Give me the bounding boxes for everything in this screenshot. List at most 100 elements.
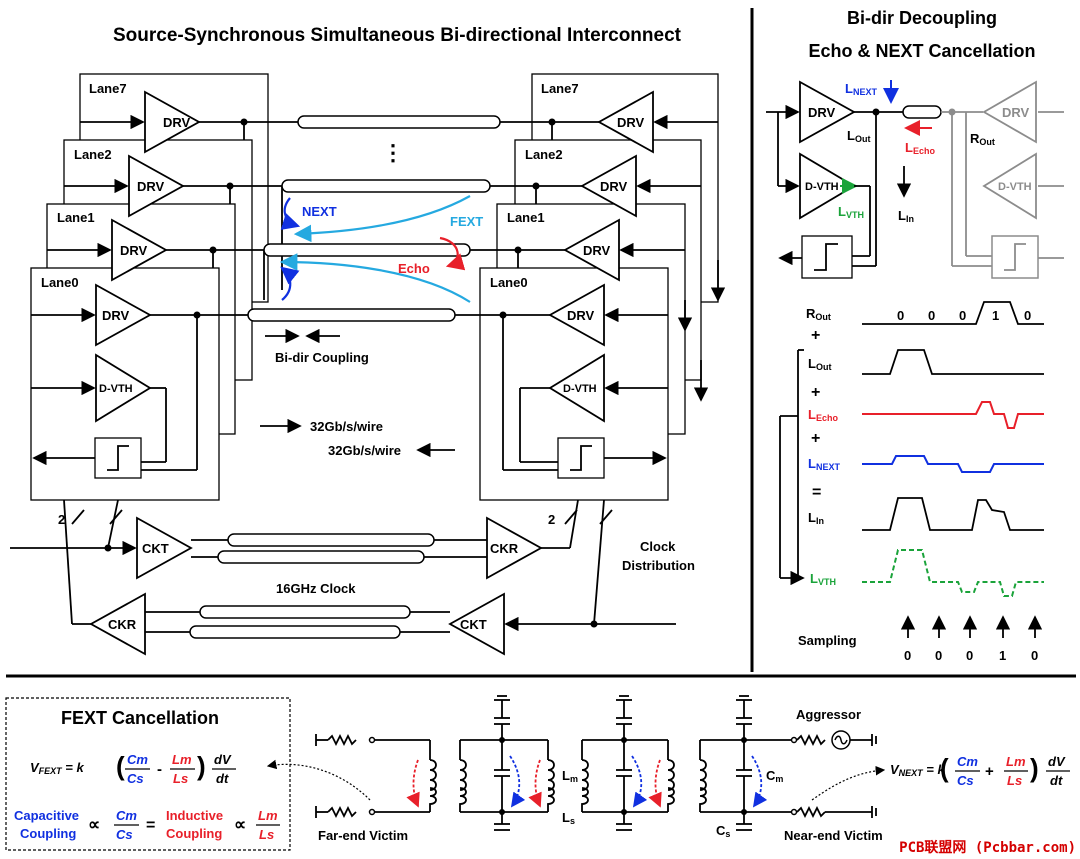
prop-lm: Lm [258,808,278,823]
right-lane7-drv-label: DRV [617,115,645,130]
cs-label: Cs [716,823,730,839]
decoupling-circuit: DRV DRV LNEXT LOut LEcho ROut LIn D-VTH … [766,80,1064,279]
right-lane2-drv [580,154,637,218]
left-lane1-label: Lane1 [57,210,95,225]
clock-distribution-label-2: Distribution [622,558,695,573]
channel-wires: ⋮ [247,115,501,322]
right-lane2-label: Lane2 [525,147,563,162]
plus-2: + [811,384,820,401]
clock-wire-3 [199,605,411,619]
vnext-plus: + [985,763,994,780]
clock-wire-2 [217,550,425,564]
plus-3: + [811,430,820,447]
vfext-cs: Cs [127,771,144,786]
ckr-left-label: CKR [108,617,137,632]
l-out-label: LOut [847,128,870,144]
decoupling-dvth [799,152,856,220]
decoupling-dvth-label: D-VTH [805,181,839,193]
vnext-paren-open: ( [940,753,949,783]
sampling-label: Sampling [798,633,857,648]
right-lane0-dvth [548,353,605,423]
wire-lane1 [263,243,471,257]
vnext-cm: Cm [957,754,978,769]
right-lane1-drv [563,218,620,282]
vnext-cs: Cs [957,773,974,788]
r-out-bit-2: 0 [959,308,966,323]
vnext-dv: dV [1048,754,1066,769]
left-lane1-drv-label: DRV [120,243,148,258]
sample-bit-0: 0 [904,648,911,663]
wave-l-next-label: LNEXT [808,456,840,472]
sample-bit-3: 1 [999,648,1006,663]
eq-sign: = [146,817,155,834]
cm-label: Cm [766,768,783,784]
r-out-bit-1: 0 [928,308,935,323]
decoupling-title-2: Echo & NEXT Cancellation [808,41,1035,61]
lane-ellipsis: ⋮ [382,140,404,165]
wave-l-in [862,497,1044,531]
right-lane-stack: Lane7 Lane2 Lane1 Lane0 DRV DRV DRV DRV [455,73,726,501]
r-out-label: ROut [970,131,995,147]
ckr-right [486,516,543,580]
left-lane0-dvth-label: D-VTH [99,383,133,395]
remote-drv-label: DRV [1002,105,1030,120]
watermark: PCB联盟网 (Pcbbar.com) [899,840,1076,856]
left-lane7-drv [144,90,201,154]
wire-lane7 [297,115,501,129]
left-lane0-drv [95,283,152,347]
coupled-line-circuit: Aggressor Far-end Victim Near-end Victim [266,695,886,843]
vfext-dv: dV [214,752,232,767]
prop-2: ∝ [234,815,246,834]
vfext-lm: Lm [172,752,192,767]
vfext-paren-open: ( [116,751,125,781]
bidir-coupling: Bi-dir Coupling [265,328,369,365]
wave-r-out [862,301,1044,325]
ckt-right-label: CKT [460,617,487,632]
right-lane7-label: Lane7 [541,81,579,96]
right-lane1-label: Lane1 [507,210,545,225]
far-end-victim-label: Far-end Victim [318,828,408,843]
wave-l-out [862,349,1044,375]
wave-l-echo-label: LEcho [808,407,838,423]
right-lane0-label: Lane0 [490,275,528,290]
left-lane2-drv-label: DRV [137,179,165,194]
ind-coupling-2: Coupling [166,826,222,841]
right-lane2-drv-label: DRV [600,179,628,194]
right-lane7-drv [597,90,654,154]
main-title: Source-Synchronous Simultaneous Bi-direc… [113,25,682,46]
echo-label: Echo [398,261,430,276]
plus-1: + [811,327,820,344]
decoupling-comparator [801,235,853,279]
bus-width-right: 2 [548,512,555,527]
vnext-lm: Lm [1006,754,1026,769]
decoupling-title-1: Bi-dir Decoupling [847,8,997,28]
r-out-bit-3: 1 [992,308,999,323]
data-rates: 32Gb/s/wire 32Gb/s/wire [260,418,455,458]
prop-cm: Cm [116,808,137,823]
wave-l-out-label: LOut [808,356,831,372]
wave-l-next [862,455,1044,473]
l-in-label: LIn [898,208,914,224]
equals-sign: = [812,484,821,501]
cap-coupling-2: Coupling [20,826,76,841]
left-lane0-label: Lane0 [41,275,79,290]
ckt-right [448,592,505,656]
sample-bit-1: 0 [935,648,942,663]
wave-r-out-label: ROut [806,306,831,322]
left-lane0-drv-label: DRV [102,308,130,323]
fext-title: FEXT Cancellation [61,708,219,728]
right-lane0-comparator [557,437,605,479]
wave-l-vth-label: LVTH [810,571,836,587]
fext-label: FEXT [450,214,483,229]
wave-l-vth [862,549,1044,597]
waveforms: ROut 0 0 0 1 0 + LOut + LEcho + LNEXT = … [779,301,1044,663]
left-lane7-label: Lane7 [89,81,127,96]
fext-equation: VFEXT = k ( Cm Cs - Lm Ls ) dV dt Capaci… [14,751,280,842]
vfext-ls: Ls [173,771,188,786]
left-lane2-label: Lane2 [74,147,112,162]
ind-coupling-1: Inductive [166,808,223,823]
right-lane1-drv-label: DRV [583,243,611,258]
left-lane0-dvth [95,353,152,423]
bidir-coupling-label: Bi-dir Coupling [275,350,369,365]
